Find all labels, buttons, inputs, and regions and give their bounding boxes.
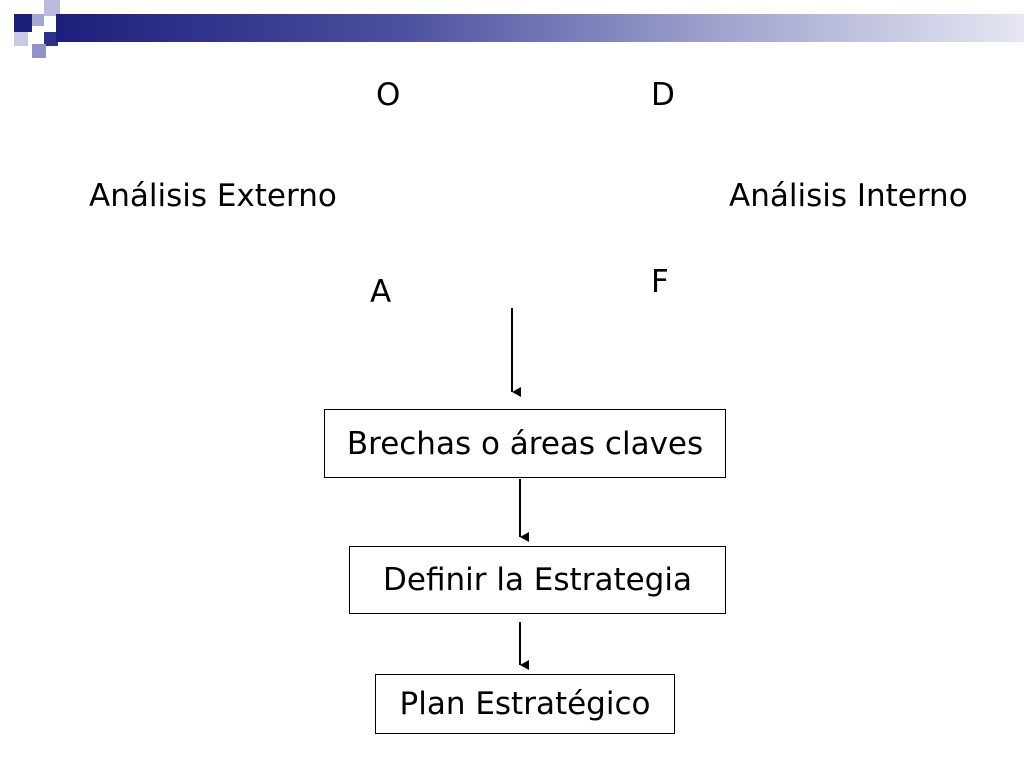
header-square-mid [44, 0, 60, 16]
define-strategy-label: Definir la Estrategia [383, 562, 692, 598]
define-strategy-box: Definir la Estrategia [349, 546, 726, 614]
letter-a: A [370, 274, 392, 310]
header-square-light [14, 32, 28, 46]
strategic-plan-label: Plan Estratégico [399, 686, 651, 722]
gaps-key-areas-label: Brechas o áreas claves [346, 425, 704, 462]
external-analysis-label: Análisis Externo [89, 178, 337, 214]
letter-d: D [651, 77, 675, 113]
gaps-key-areas-box: Brechas o áreas claves [324, 409, 726, 478]
strategic-plan-box: Plan Estratégico [375, 674, 675, 734]
letter-o: O [376, 77, 401, 113]
header-square-mid [32, 44, 46, 58]
internal-analysis-label: Análisis Interno [729, 178, 968, 214]
letter-f: F [651, 264, 669, 300]
header-gradient-bar [56, 14, 1024, 42]
header-square-light [32, 14, 44, 26]
header-square-dark [44, 32, 58, 46]
header-square-dark [14, 14, 32, 32]
